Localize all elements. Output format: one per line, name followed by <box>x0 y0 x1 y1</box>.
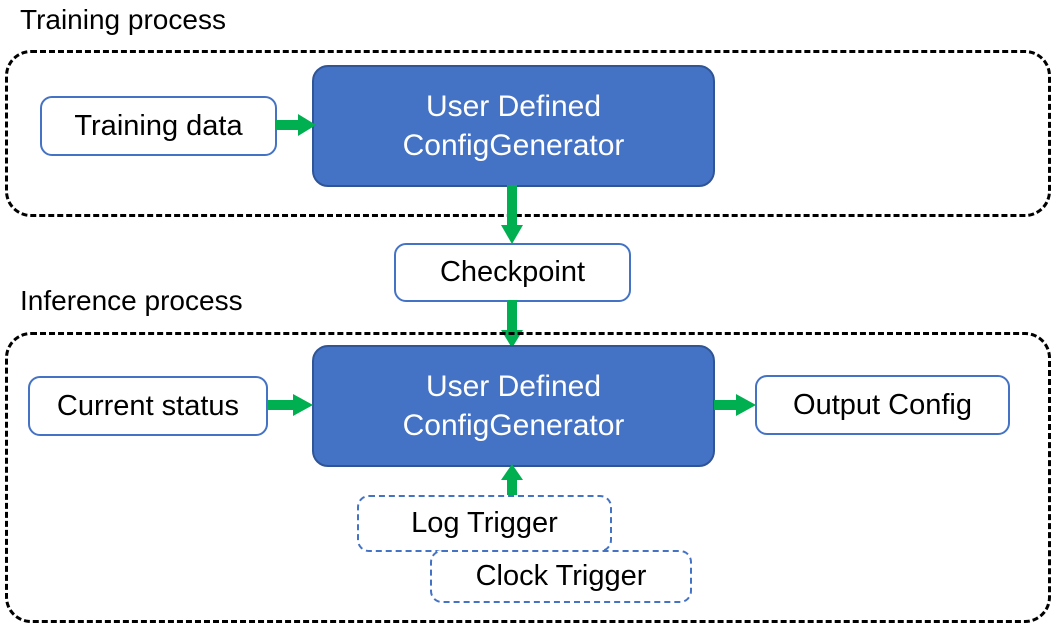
inference-generator-line-1: User Defined <box>425 370 602 403</box>
log-trigger-box[interactable]: Log Trigger <box>357 495 612 552</box>
training-process-container <box>5 50 1051 217</box>
inference-generator-line-2: ConfigGenerator <box>402 409 625 442</box>
training-data-box[interactable]: Training data <box>40 96 277 156</box>
output-config-box[interactable]: Output Config <box>755 375 1010 435</box>
training-process-label: Training process <box>20 4 226 35</box>
inference-config-generator-box[interactable]: User Defined ConfigGenerator <box>312 345 715 467</box>
checkpoint-box[interactable]: Checkpoint <box>394 243 631 302</box>
training-generator-line-1: User Defined <box>425 90 602 123</box>
training-generator-line-2: ConfigGenerator <box>402 129 625 162</box>
inference-process-container <box>5 332 1051 623</box>
clock-trigger-box[interactable]: Clock Trigger <box>430 550 692 603</box>
training-config-generator-box[interactable]: User Defined ConfigGenerator <box>312 65 715 187</box>
current-status-box[interactable]: Current status <box>28 376 268 436</box>
inference-process-label: Inference process <box>20 285 243 316</box>
